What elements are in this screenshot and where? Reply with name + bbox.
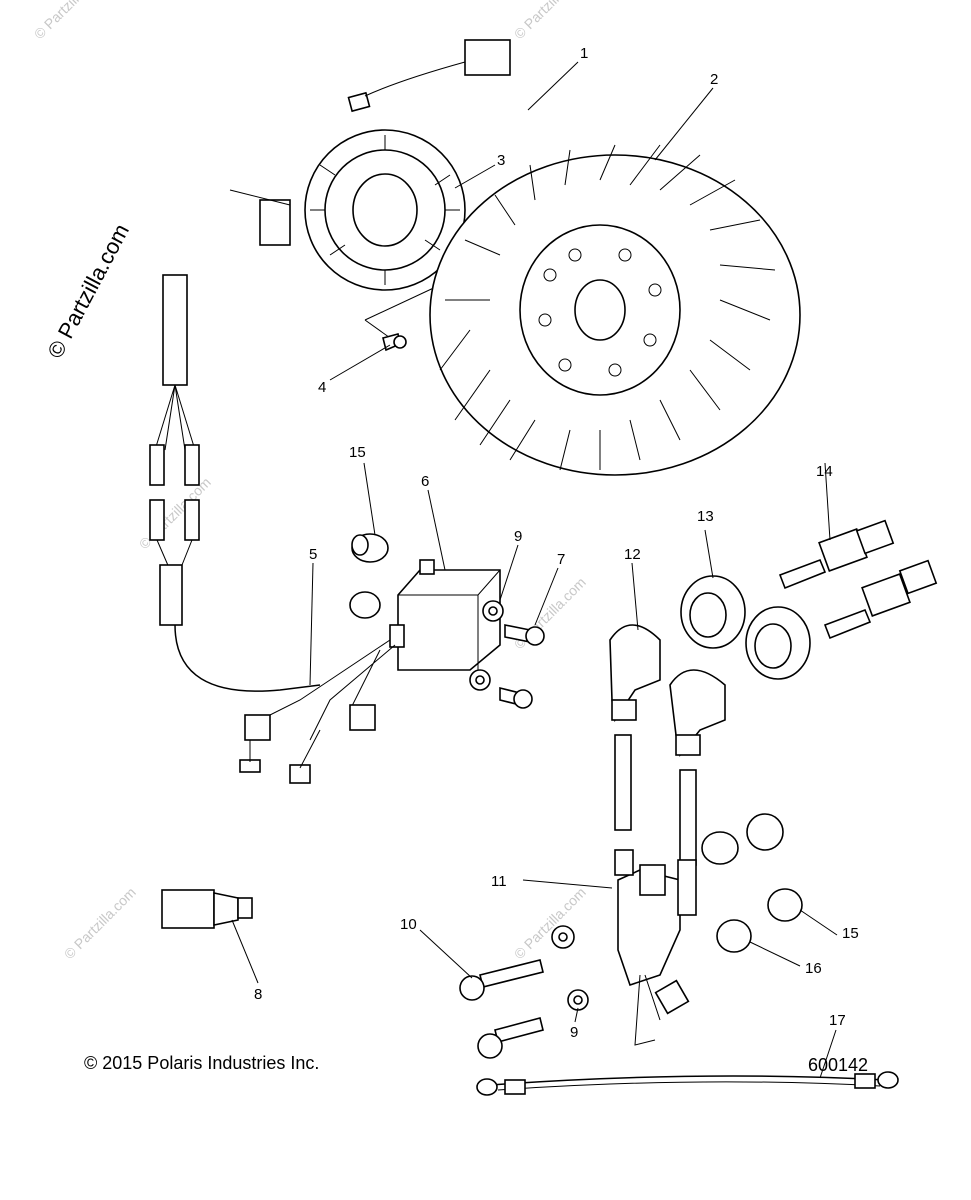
callout-4: 4: [318, 379, 326, 396]
callout-9-lower: 9: [570, 1024, 578, 1041]
coil-bolt-upper: [459, 959, 544, 1001]
watermark-faint: © Partzilla.com: [136, 474, 214, 552]
bolt-lower: [499, 686, 533, 709]
stator: [304, 129, 466, 291]
coil-bolt-lower: [477, 1017, 544, 1059]
ignition-coil: [614, 849, 697, 1046]
callout-12: 12: [624, 546, 641, 563]
callout-8: 8: [254, 986, 262, 1003]
callout-6: 6: [421, 473, 429, 490]
regulator-module: [389, 559, 501, 671]
callout-5: 5: [309, 546, 317, 563]
coil-star-washer-upper: [551, 925, 575, 949]
spark-plug-upper: [778, 519, 895, 590]
callout-9-upper: 9: [514, 528, 522, 545]
spark-plug-lower: [823, 559, 938, 640]
regulator-pigtail: [239, 639, 396, 784]
stator-bolt: [382, 333, 407, 352]
watermark-faint: © Partzilla.com: [511, 0, 589, 42]
callout-15-lower: 15: [842, 925, 859, 942]
leader-lines: [231, 61, 838, 1079]
coil-star-washer-lower: [567, 989, 589, 1011]
flywheel: [429, 144, 801, 476]
spark-plug-cap-right: [669, 669, 726, 866]
callout-17: 17: [829, 1012, 846, 1029]
watermark-faint: © Partzilla.com: [511, 884, 589, 962]
watermarks: © Partzilla.com © Partzilla.com © Partzi…: [31, 0, 589, 962]
callout-15-upper: 15: [349, 444, 366, 461]
copyright-notice: © 2015 Polaris Industries Inc.: [84, 1053, 320, 1073]
stator-harness: [149, 39, 511, 692]
callout-10: 10: [400, 916, 417, 933]
star-washer-lower: [469, 669, 491, 691]
callout-2: 2: [710, 71, 718, 88]
callout-16: 16: [805, 960, 822, 977]
star-washer-upper: [482, 600, 504, 622]
grommet-upper: [349, 533, 389, 619]
spark-plug-cap-left: [609, 624, 661, 831]
watermark-faint: © Partzilla.com: [61, 884, 139, 962]
callout-7: 7: [557, 551, 565, 568]
callout-11: 11: [491, 873, 507, 890]
callout-1: 1: [580, 45, 588, 62]
spark-plug-boot-lower: [745, 606, 811, 680]
document-number: 600142: [808, 1055, 869, 1075]
connector-plug: [161, 889, 253, 929]
watermark-main: © Partzilla.com: [42, 220, 134, 363]
callout-14: 14: [816, 463, 833, 480]
watermark-faint: © Partzilla.com: [31, 0, 109, 42]
callout-13: 13: [697, 508, 714, 525]
bolt-upper: [504, 624, 545, 646]
grommet-cluster: [701, 813, 803, 953]
ground-strap: [476, 1071, 899, 1096]
callout-3: 3: [497, 152, 505, 169]
callout-labels: 1 2 3 4 5 6 7 8 9 9 10 11 12 13 14 15 15…: [254, 45, 859, 1041]
spark-plug-boot-upper: [680, 575, 746, 649]
